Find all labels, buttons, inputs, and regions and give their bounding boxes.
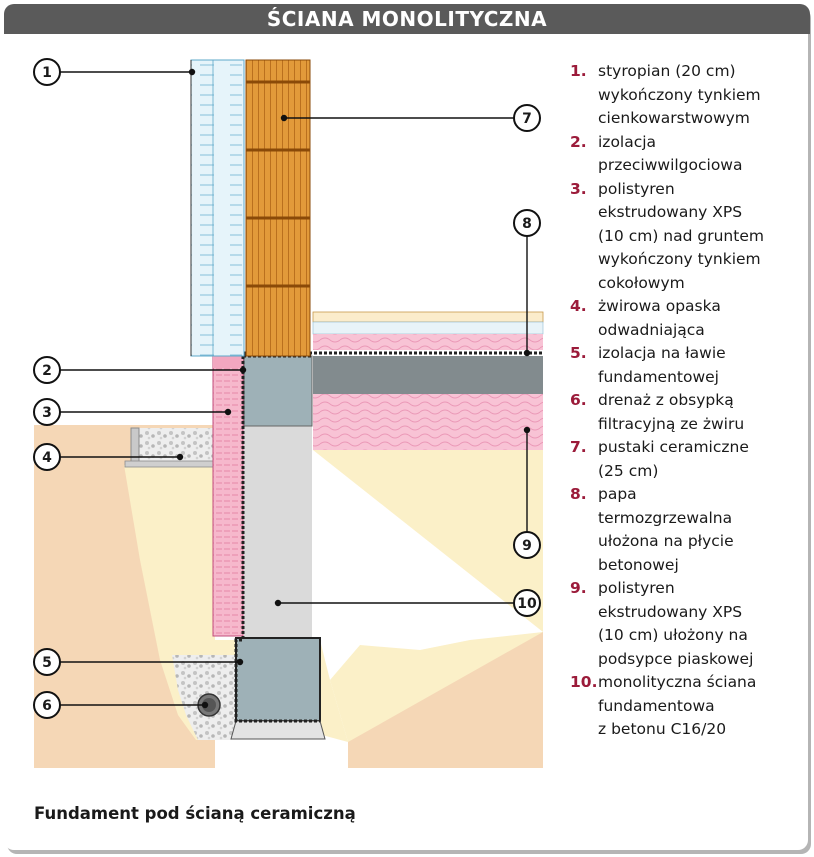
- callout-label: 6: [42, 698, 52, 714]
- legend-number: 7.: [570, 438, 587, 456]
- legend-item: 1. styropian (20 cm) wykończony tynkiem c…: [570, 60, 800, 131]
- callout-3: 3: [33, 398, 61, 426]
- foundation-wall-concrete: [244, 425, 312, 640]
- legend-text: papa termozgrzewalna ułożona na płycie b…: [598, 485, 734, 574]
- floor-screed: [312, 311, 544, 323]
- callout-label: 9: [522, 538, 532, 554]
- concrete-slab: [313, 356, 543, 394]
- legend-item: 2. izolacja przeciwwilgociowa: [570, 131, 800, 178]
- waterproofing-line: [234, 356, 320, 723]
- gravel-edge-post: [130, 427, 140, 465]
- legend-list: 1. styropian (20 cm) wykończony tynkiem c…: [570, 60, 800, 742]
- legend-item: 6. drenaż z obsypką filtracyjną ze żwiru: [570, 389, 800, 436]
- legend-item: 5. izolacja na ławie fundamentowej: [570, 342, 800, 389]
- legend-text: polistyren ekstrudowany XPS (10 cm) ułoż…: [598, 579, 754, 668]
- legend-item: 10.monolityczna ściana fundamentowa z be…: [570, 671, 800, 742]
- legend-item: 4. żwirowa opaska odwadniająca: [570, 295, 800, 342]
- legend-number: 10.: [570, 673, 598, 691]
- lean-concrete: [230, 720, 326, 740]
- floor-insulation: [312, 321, 544, 335]
- figure-title: ŚCIANA MONOLITYCZNA: [266, 7, 548, 31]
- callout-label: 8: [522, 216, 532, 232]
- legend-item: 8. papa termozgrzewalna ułożona na płycie…: [570, 483, 800, 577]
- ring-beam: [243, 355, 313, 427]
- callout-5: 5: [33, 648, 61, 676]
- callout-label: 3: [42, 405, 52, 421]
- callout-label: 4: [42, 450, 52, 466]
- legend-text: polistyren ekstrudowany XPS (10 cm) nad …: [598, 179, 764, 292]
- legend-item: 3. polistyren ekstrudowany XPS (10 cm) na…: [570, 178, 800, 296]
- plinth-xps-top: [213, 354, 243, 368]
- legend-number: 1.: [570, 62, 587, 80]
- legend-text: izolacja przeciwwilgociowa: [598, 132, 743, 175]
- xps-under-slab: [313, 394, 543, 450]
- ceramic-blocks: [245, 59, 311, 357]
- legend-number: 9.: [570, 579, 587, 597]
- callout-8: 8: [513, 209, 541, 237]
- callout-1: 1: [33, 58, 61, 86]
- title-bar: [4, 4, 810, 34]
- legend-number: 2.: [570, 132, 587, 151]
- legend-text: styropian (20 cm) wykończony tynkiem cie…: [598, 62, 761, 127]
- legend-number: 5.: [570, 344, 587, 362]
- legend-number: 3.: [570, 179, 587, 198]
- gravel-base-board: [124, 460, 216, 468]
- legend-item: 9. polistyren ekstrudowany XPS (10 cm) uł…: [570, 577, 800, 671]
- legend-text: izolacja na ławie fundamentowej: [598, 344, 726, 386]
- legend-text: żwirowa opaska odwadniająca: [598, 297, 721, 339]
- callout-10: 10: [513, 589, 541, 617]
- callout-4: 4: [33, 443, 61, 471]
- legend-text: monolityczna ściana fundamentowa z beton…: [598, 673, 757, 738]
- drain-pipe-inner: [202, 698, 216, 712]
- plinth-xps: [212, 355, 244, 637]
- callout-label: 10: [517, 596, 537, 612]
- wall-styrofoam: [190, 59, 245, 357]
- callout-2: 2: [33, 356, 61, 384]
- callout-6: 6: [33, 691, 61, 719]
- floor-pink-layer: [313, 334, 543, 350]
- gravel-drainage-band: [138, 428, 215, 464]
- figure-caption: Fundament pod ścianą ceramiczną: [34, 804, 356, 823]
- legend-item: 7. pustaki ceramiczne (25 cm): [570, 436, 800, 483]
- footing: [235, 637, 321, 722]
- callout-label: 1: [42, 65, 52, 81]
- legend-number: 4.: [570, 297, 587, 315]
- callout-label: 7: [522, 111, 532, 127]
- legend-number: 6.: [570, 391, 587, 409]
- callout-9: 9: [513, 531, 541, 559]
- legend-number: 8.: [570, 485, 587, 503]
- ground-right: [348, 632, 543, 768]
- legend-text: drenaż z obsypką filtracyjną ze żwiru: [598, 391, 745, 433]
- callout-7: 7: [513, 104, 541, 132]
- legend-text: pustaki ceramiczne (25 cm): [598, 438, 749, 480]
- callout-label: 5: [42, 655, 52, 671]
- callout-label: 2: [42, 363, 52, 379]
